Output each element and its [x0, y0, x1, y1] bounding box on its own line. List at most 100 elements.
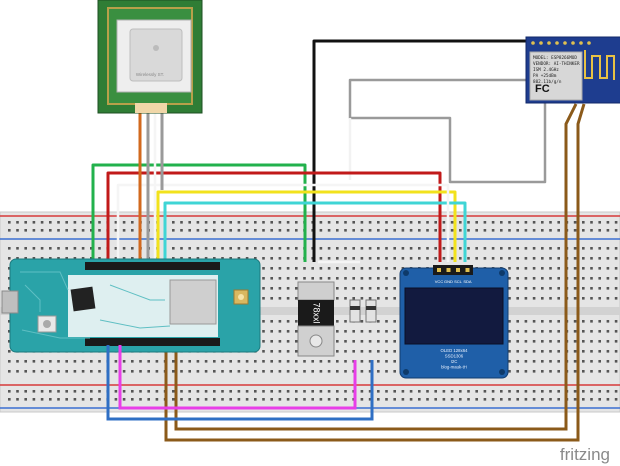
breadboard-hole	[98, 370, 101, 373]
breadboard-hole	[508, 297, 511, 300]
breadboard-hole	[360, 247, 364, 250]
breadboard-hole	[377, 370, 380, 373]
breadboard-hole	[270, 297, 273, 300]
breadboard-hole	[532, 247, 536, 250]
breadboard-hole	[426, 390, 429, 393]
breadboard-hole	[344, 257, 347, 260]
breadboard-hole	[590, 221, 593, 224]
breadboard-hole	[557, 340, 560, 343]
breadboard-hole	[516, 277, 519, 280]
breadboard-hole	[327, 370, 331, 373]
breadboard-hole	[590, 229, 593, 232]
breadboard-hole	[516, 370, 519, 373]
breadboard-hole	[442, 229, 446, 232]
breadboard-hole	[295, 229, 298, 232]
breadboard-hole	[278, 320, 282, 323]
breadboard-hole	[221, 398, 224, 401]
breadboard-hole	[90, 370, 93, 373]
breadboard-hole	[582, 277, 585, 280]
breadboard-hole	[450, 221, 454, 224]
breadboard-hole	[516, 247, 519, 250]
breadboard-hole	[368, 257, 372, 260]
breadboard-hole	[295, 297, 298, 300]
breadboard-hole	[524, 340, 528, 343]
breadboard-hole	[262, 257, 265, 260]
breadboard-hole	[598, 297, 601, 300]
wire-green	[91, 163, 307, 262]
wire-yellow	[156, 190, 457, 262]
breadboard-hole	[270, 257, 273, 260]
breadboard-hole	[532, 390, 536, 393]
breadboard-hole	[516, 340, 519, 343]
breadboard-hole	[606, 229, 610, 232]
mcu-chip	[70, 286, 96, 312]
breadboard-hole	[254, 247, 257, 250]
breadboard-hole	[16, 390, 19, 393]
breadboard-hole	[172, 257, 175, 260]
breadboard-hole	[344, 390, 347, 393]
breadboard-hole	[90, 229, 93, 232]
breadboard-hole	[598, 390, 601, 393]
breadboard-hole	[377, 350, 380, 353]
breadboard-hole	[606, 350, 610, 353]
breadboard-hole	[582, 340, 585, 343]
breadboard-hole	[172, 229, 175, 232]
breadboard-hole	[590, 277, 593, 280]
breadboard-hole	[286, 350, 290, 353]
breadboard-hole	[541, 257, 544, 260]
breadboard-hole	[573, 360, 577, 363]
breadboard-hole	[262, 320, 265, 323]
breadboard-hole	[508, 340, 511, 343]
oled-pin-label: VCC	[435, 279, 444, 284]
breadboard-hole	[459, 257, 462, 260]
breadboard-hole	[16, 360, 19, 363]
oled-pin	[437, 268, 441, 272]
breadboard-hole	[147, 398, 150, 401]
breadboard-hole	[196, 247, 200, 250]
breadboard-hole	[254, 390, 257, 393]
breadboard-hole	[606, 360, 610, 363]
breadboard-hole	[73, 229, 77, 232]
wire-black	[312, 39, 530, 262]
breadboard-hole	[614, 229, 618, 232]
breadboard-hole	[483, 229, 487, 232]
breadboard-hole	[360, 287, 364, 290]
breadboard-hole	[541, 229, 544, 232]
breadboard-hole	[213, 247, 216, 250]
breadboard-hole	[532, 320, 536, 323]
breadboard-hole	[582, 370, 585, 373]
breadboard-hole	[131, 229, 134, 232]
breadboard-hole	[204, 390, 208, 393]
breadboard-hole	[401, 390, 405, 393]
breadboard-hole	[377, 247, 380, 250]
breadboard-hole	[590, 320, 593, 323]
breadboard-hole	[352, 330, 355, 333]
breadboard-hole	[352, 287, 355, 290]
breadboard-hole	[336, 350, 339, 353]
breadboard-hole	[336, 320, 339, 323]
breadboard-hole	[532, 398, 536, 401]
breadboard-hole	[262, 277, 265, 280]
wifi-shield	[529, 51, 583, 101]
breadboard-hole	[90, 221, 93, 224]
breadboard-hole	[237, 247, 241, 250]
wires-top	[91, 39, 547, 262]
breadboard-hole	[573, 277, 577, 280]
breadboard-hole	[606, 221, 610, 224]
breadboard-hole	[360, 398, 364, 401]
breadboard-hole	[426, 229, 429, 232]
mcu-header-top	[85, 262, 220, 270]
breadboard-hole	[606, 267, 610, 270]
breadboard-hole	[319, 247, 323, 250]
breadboard-hole	[295, 247, 298, 250]
breadboard-hole	[385, 277, 388, 280]
breadboard-hole	[377, 340, 380, 343]
breadboard-hole	[524, 221, 528, 224]
breadboard-hole	[319, 257, 323, 260]
breadboard-hole	[344, 330, 347, 333]
breadboard-hole	[278, 221, 282, 224]
breadboard-hole	[598, 360, 601, 363]
breadboard-hole	[532, 350, 536, 353]
breadboard-hole	[541, 370, 544, 373]
